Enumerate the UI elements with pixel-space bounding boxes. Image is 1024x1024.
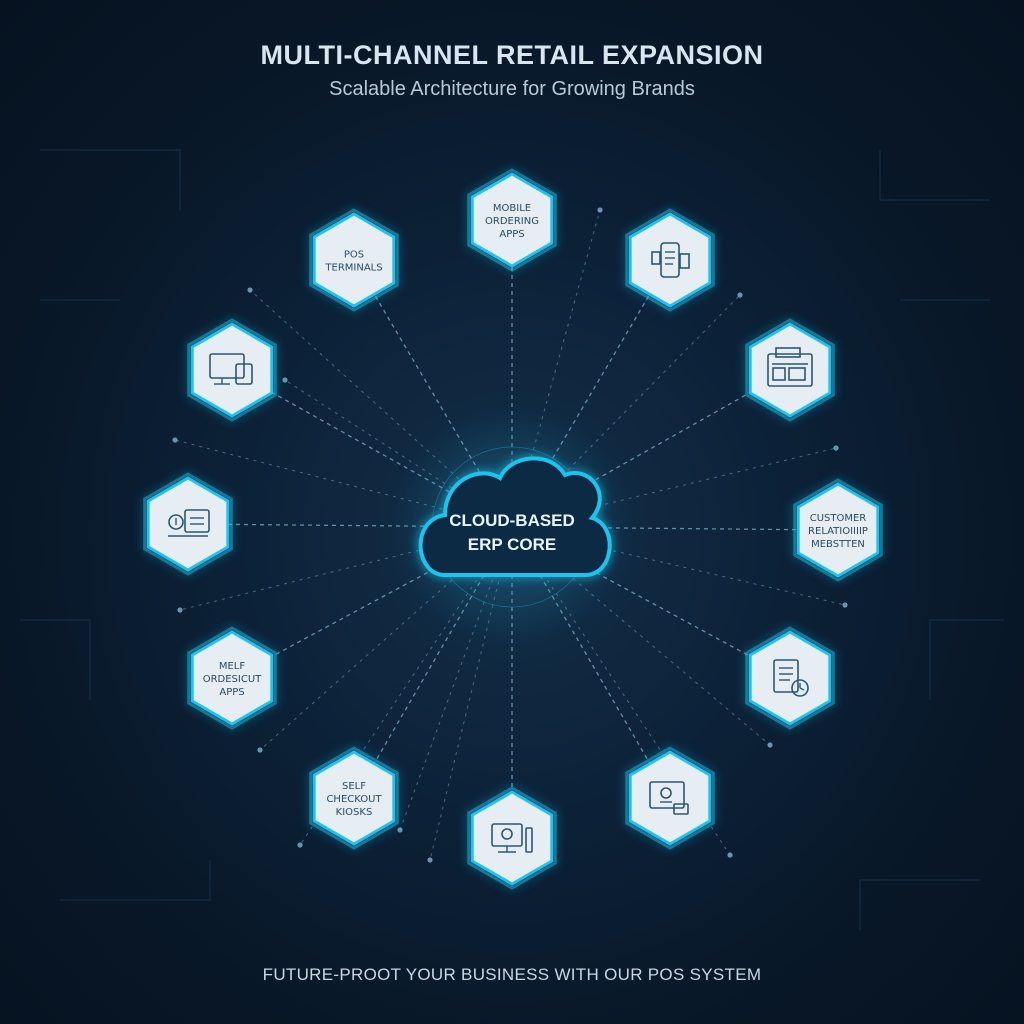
node-hexagon xyxy=(470,172,554,268)
node-label: TERMINALS xyxy=(324,263,382,274)
endpoint-dot xyxy=(247,287,253,293)
node-reports-clock[interactable] xyxy=(745,626,835,730)
node-melf-ordesicut-apps[interactable]: MELF ORDESICUT APPS xyxy=(187,626,277,730)
connection-line xyxy=(284,379,513,528)
node-hexagon xyxy=(628,750,712,846)
node-label: SELF xyxy=(342,781,366,792)
endpoint-dot xyxy=(172,437,178,443)
page-title: MULTI-CHANNEL RETAIL EXPANSION xyxy=(260,40,764,70)
endpoint-dot xyxy=(597,207,603,213)
cloud-icon xyxy=(418,456,612,577)
channel-nodes: MOBILE ORDERING APPS CUSTOMER RELATIOIIIIP ME… xyxy=(143,168,883,890)
node-glow xyxy=(309,208,399,312)
core-label: ERP CORE xyxy=(468,535,557,554)
connection-line xyxy=(511,526,839,531)
node-monitor-tablet[interactable] xyxy=(187,318,277,422)
circuit-trace xyxy=(60,860,211,901)
circuit-trace xyxy=(859,879,980,930)
node-desktop-terminal[interactable] xyxy=(467,786,557,890)
circuit-trace xyxy=(40,149,181,210)
page-subtitle: Scalable Architecture for Growing Brands xyxy=(329,78,695,100)
node-glow xyxy=(625,746,715,850)
endpoint-dot xyxy=(282,377,288,383)
node-hexagon xyxy=(748,322,832,418)
node-hexagon xyxy=(190,630,274,726)
connection-line xyxy=(399,526,513,831)
node-mobile-app[interactable] xyxy=(625,208,715,312)
endpoint-dot xyxy=(397,827,403,833)
node-label: ORDERING xyxy=(485,216,539,227)
node-glow xyxy=(187,318,277,422)
node-label: MEBSTTEN xyxy=(811,539,865,550)
monitor-tablet-icon xyxy=(209,353,253,385)
node-label: RELATIOIIIIP xyxy=(808,526,868,537)
circuit-trace xyxy=(879,150,990,201)
node-glow xyxy=(745,318,835,422)
node-glow xyxy=(309,746,399,850)
card-reader-icon xyxy=(168,509,210,537)
node-label: CUSTOMER xyxy=(810,513,867,524)
node-web-dashboard[interactable] xyxy=(745,318,835,422)
node-label: CHECKOUT xyxy=(326,794,382,805)
connection-line xyxy=(231,369,513,528)
node-label: MOBILE xyxy=(493,203,531,214)
node-glow xyxy=(187,626,277,730)
node-mobile-ordering-apps[interactable]: MOBILE ORDERING APPS xyxy=(467,168,557,272)
node-hexagon xyxy=(312,750,396,846)
footer-tagline: FUTURE-PROOT YOUR BUSINESS WITH OUR POS … xyxy=(262,965,762,984)
connection-line xyxy=(511,294,741,528)
circuit-trace xyxy=(20,619,91,700)
node-self-checkout-kiosks[interactable]: SELF CHECKOUT KIOSKS xyxy=(309,746,399,850)
endpoint-dot xyxy=(297,842,303,848)
node-hexagon xyxy=(470,790,554,886)
node-touch-screen[interactable] xyxy=(625,746,715,850)
node-hexagon xyxy=(146,476,230,572)
node-label: APPS xyxy=(219,687,244,698)
node-glow xyxy=(625,208,715,312)
node-glow xyxy=(143,472,233,576)
endpoint-dot xyxy=(177,607,183,613)
smartphone-icon xyxy=(651,242,690,278)
connection-line xyxy=(231,526,513,679)
node-glow xyxy=(793,478,883,582)
node-label: KIOSKS xyxy=(336,807,373,818)
node-label: APPS xyxy=(499,229,524,240)
core-label: CLOUD-BASED xyxy=(449,511,575,530)
endpoint-dot xyxy=(833,445,839,451)
node-pos-terminals[interactable]: POS TERMINALS xyxy=(309,208,399,312)
endpoint-dot xyxy=(427,857,433,863)
desktop-icon xyxy=(491,823,533,853)
endpoint-dot xyxy=(257,747,263,753)
report-clock-icon xyxy=(773,659,809,697)
node-label: POS xyxy=(344,250,364,261)
node-hexagon xyxy=(628,212,712,308)
node-glow xyxy=(467,786,557,890)
node-glow xyxy=(467,168,557,272)
circuit-trace xyxy=(929,619,1004,700)
node-card-reader[interactable] xyxy=(143,472,233,576)
node-hexagon xyxy=(796,482,880,578)
node-label: ORDESICUT xyxy=(203,674,262,685)
endpoint-dot xyxy=(727,852,733,858)
node-glow xyxy=(745,626,835,730)
connection-line xyxy=(187,523,513,528)
node-customer-relationship[interactable]: CUSTOMER RELATIOIIIIP MEBSTTEN xyxy=(793,478,883,582)
node-hexagon xyxy=(312,212,396,308)
node-label: MELF xyxy=(219,661,246,672)
node-hexagon xyxy=(748,630,832,726)
touch-screen-icon xyxy=(649,781,689,815)
circuit-background xyxy=(20,149,1004,930)
connection-line xyxy=(511,209,601,528)
endpoint-dot xyxy=(767,742,773,748)
endpoint-dot xyxy=(737,292,743,298)
dashboard-icon xyxy=(767,347,813,387)
erp-core[interactable]: CLOUD-BASED ERP CORE xyxy=(392,407,632,647)
endpoint-dot xyxy=(842,602,848,608)
connection-line xyxy=(511,369,791,528)
node-hexagon xyxy=(190,322,274,418)
